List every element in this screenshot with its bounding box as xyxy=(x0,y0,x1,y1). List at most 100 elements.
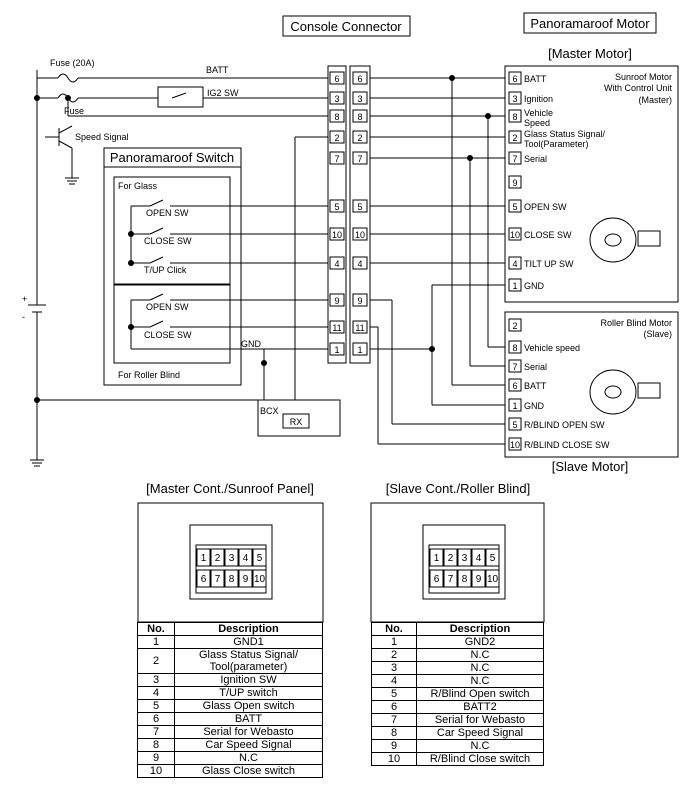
connector-face-pin: 7 xyxy=(448,574,454,585)
connector-face-pin: 9 xyxy=(243,574,249,585)
pin-description-cell: GND1 xyxy=(174,635,323,649)
slave-pin-number: 8 xyxy=(512,343,517,353)
slave-pin-number: 1 xyxy=(512,401,517,411)
connector-face-pin: 1 xyxy=(434,553,440,564)
pin-description-cell: GND2 xyxy=(416,635,544,649)
pin-description: N.C xyxy=(470,649,490,661)
pin-description: BATT2 xyxy=(463,701,497,713)
master-motor-title: [Master Motor] xyxy=(548,46,632,61)
slave-pin-number: 2 xyxy=(512,321,517,331)
pin-description: Car Speed Signal xyxy=(205,739,292,751)
pin-description-cell: Car Speed Signal xyxy=(174,738,323,752)
console-pin-left: 11 xyxy=(332,323,341,333)
slave-pin-label: R/BLIND CLOSE SW xyxy=(524,440,610,450)
master-pin-number: 9 xyxy=(512,178,517,188)
console-pin-right: 7 xyxy=(357,154,362,164)
pin-description-cell: N.C xyxy=(416,674,544,688)
console-pin-right: 5 xyxy=(357,202,362,212)
tup-click-label: T/UP Click xyxy=(144,265,187,275)
slave-pin-number: 6 xyxy=(512,381,517,391)
console-pin-right: 8 xyxy=(357,112,362,122)
pin-no-cell: 3 xyxy=(137,673,175,687)
slave-pin-label: Vehicle speed xyxy=(524,343,580,353)
pin-description: Serial for Webasto xyxy=(203,726,294,738)
pin-description: GND2 xyxy=(464,636,496,648)
roller-close-sw-label: CLOSE SW xyxy=(144,330,192,340)
pin-no-cell: 2 xyxy=(371,648,417,662)
for-glass-label: For Glass xyxy=(118,181,158,191)
console-pin-left: 1 xyxy=(334,345,339,355)
console-pin-right: 2 xyxy=(357,133,362,143)
master-pin-label: TILT UP SW xyxy=(524,259,574,269)
pin-no-cell: 10 xyxy=(137,764,175,778)
console-pin-right: 11 xyxy=(355,323,364,333)
master-pin-label: BATT xyxy=(524,74,547,84)
pin-no-cell: 1 xyxy=(137,635,175,649)
pin-description: BATT xyxy=(234,713,263,725)
master-unit-line2: With Control Unit xyxy=(604,83,673,93)
connector-face-pin: 3 xyxy=(462,553,468,564)
pin-description: Glass Status Signal/ xyxy=(198,649,299,661)
pin-description-cell: N.C xyxy=(174,751,323,765)
slave-motor-title: [Slave Motor] xyxy=(552,459,629,474)
pin-no-cell: 9 xyxy=(371,739,417,753)
pin-description: N.C xyxy=(239,752,258,764)
table-row: 1 GND1 xyxy=(137,635,323,649)
connector-face-pin: 8 xyxy=(229,574,235,585)
pin-no-cell: 8 xyxy=(137,738,175,752)
batt-label: BATT xyxy=(206,65,229,75)
pin-no-cell: 1 xyxy=(371,635,417,649)
close-sw-label: CLOSE SW xyxy=(144,236,192,246)
console-pin-right: 10 xyxy=(355,230,365,240)
table-row: 2 N.C xyxy=(371,648,544,662)
pin-description-cell: Serial for Webasto xyxy=(174,725,323,739)
master-pin-label: GND xyxy=(524,281,545,291)
batt-plus: + xyxy=(22,294,27,304)
master-pin-label: Glass Status Signal/ xyxy=(524,129,606,139)
slave-pin-label: R/BLIND OPEN SW xyxy=(524,420,605,430)
console-pin-left: 3 xyxy=(334,94,339,104)
pin-description-cell: Glass Close switch xyxy=(174,764,323,778)
console-pin-right: 6 xyxy=(357,74,362,84)
pin-no-cell: 6 xyxy=(371,700,417,714)
slave-unit-line1: Roller Blind Motor xyxy=(600,318,672,328)
master-pin-label: OPEN SW xyxy=(524,202,567,212)
roller-open-sw-label: OPEN SW xyxy=(146,302,189,312)
console-connector-title: Console Connector xyxy=(290,19,402,34)
pin-description: R/Blind Open switch xyxy=(430,688,530,700)
master-pin-number: 10 xyxy=(510,230,520,240)
pin-description-cell: BATT xyxy=(174,712,323,726)
slave-pin-label: BATT xyxy=(524,381,547,391)
connector-face-pin: 2 xyxy=(448,553,454,564)
pin-description: Serial for Webasto xyxy=(434,714,526,726)
pin-no-cell: 4 xyxy=(137,686,175,700)
bcx-label: BCX xyxy=(260,406,279,416)
connector-face-pin: 4 xyxy=(243,553,249,564)
fuse-20a-label: Fuse (20A) xyxy=(50,58,95,68)
console-pin-left: 2 xyxy=(334,133,339,143)
console-pin-right: 3 xyxy=(357,94,362,104)
table-row: 1 GND2 xyxy=(371,635,544,649)
slave-pin-number: 5 xyxy=(512,420,517,430)
slave-pin-label: GND xyxy=(524,401,545,411)
pin-no-cell: 7 xyxy=(371,713,417,727)
pin-description-cell: N.C xyxy=(416,661,544,675)
connector-face-pin: 7 xyxy=(215,574,221,585)
console-pin-left: 6 xyxy=(334,74,339,84)
console-pin-right: 9 xyxy=(357,296,362,306)
pin-description-cell: BATT2 xyxy=(416,700,544,714)
table-row: 8 Car Speed Signal xyxy=(137,738,323,752)
table-row: 6 BATT2 xyxy=(371,700,544,714)
panoramaroof-motor-title: Panoramaroof Motor xyxy=(530,16,650,31)
master-pin-number: 3 xyxy=(512,94,517,104)
master-pin-label: CLOSE SW xyxy=(524,230,572,240)
pin-description: GND1 xyxy=(233,636,264,648)
